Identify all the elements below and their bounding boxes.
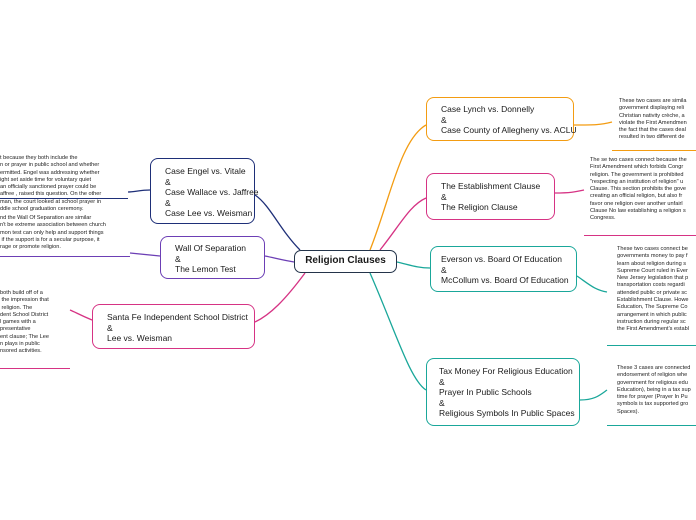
note-everson-mccollum: These two cases connect be governments m…: [617, 246, 689, 333]
note-underline-r3: [607, 345, 696, 346]
note-underline-r1: [612, 150, 696, 151]
connector-left-2: [264, 255, 295, 263]
note-tax-prayer-symbols: These 3 cases are connected endorsement …: [617, 365, 691, 415]
connector-note-r3: [576, 275, 608, 293]
connector-left-3: [254, 272, 306, 323]
note-underline-r4: [607, 425, 696, 426]
connector-right-2: [379, 197, 427, 251]
topic-engel-wallace-lee[interactable]: Case Engel vs. Vitale & Case Wallace vs.…: [150, 158, 259, 224]
connector-right-1: [369, 124, 427, 251]
connector-note-r4: [579, 389, 608, 401]
note-underline-l3: [0, 368, 70, 369]
note-wall-separation-lemon: nd the Wall Of Separation are similar n'…: [0, 215, 106, 251]
note-establishment-religion-clause: The se two cases connect because the Fir…: [590, 157, 687, 222]
note-santa-fe-lee: both build off of a the impression that …: [0, 290, 50, 355]
connector-note-l3: [69, 309, 93, 321]
connector-note-l2: [129, 252, 161, 257]
note-underline-r2: [584, 235, 696, 236]
topic-establishment-religion-clause[interactable]: The Establishment Clause & The Religion …: [426, 173, 555, 220]
note-underline-l1: [0, 198, 128, 199]
connector-note-r2: [554, 189, 585, 194]
note-engel-wallace-lee: t because they both include the n or pra…: [0, 155, 102, 213]
connector-note-r1: [573, 121, 613, 126]
connector-right-3: [396, 261, 431, 269]
note-lynch-allegheny: These two cases are simila government di…: [619, 98, 687, 141]
topic-santa-fe-lee[interactable]: Santa Fe Independent School District & L…: [92, 304, 255, 349]
connector-note-l1: [127, 189, 151, 193]
central-topic[interactable]: Religion Clauses: [294, 250, 397, 273]
note-underline-l2: [0, 256, 130, 257]
connector-left-1: [254, 194, 301, 251]
topic-lynch-allegheny[interactable]: Case Lynch vs. Donnelly & Case County of…: [426, 97, 577, 141]
topic-everson-mccollum[interactable]: Everson vs. Board Of Education & McCollu…: [430, 246, 577, 292]
topic-wall-separation-lemon[interactable]: Wall Of Separation & The Lemon Test: [160, 236, 265, 279]
topic-tax-prayer-symbols[interactable]: Tax Money For Religious Education & Pray…: [426, 358, 580, 426]
connector-right-4: [369, 272, 427, 391]
